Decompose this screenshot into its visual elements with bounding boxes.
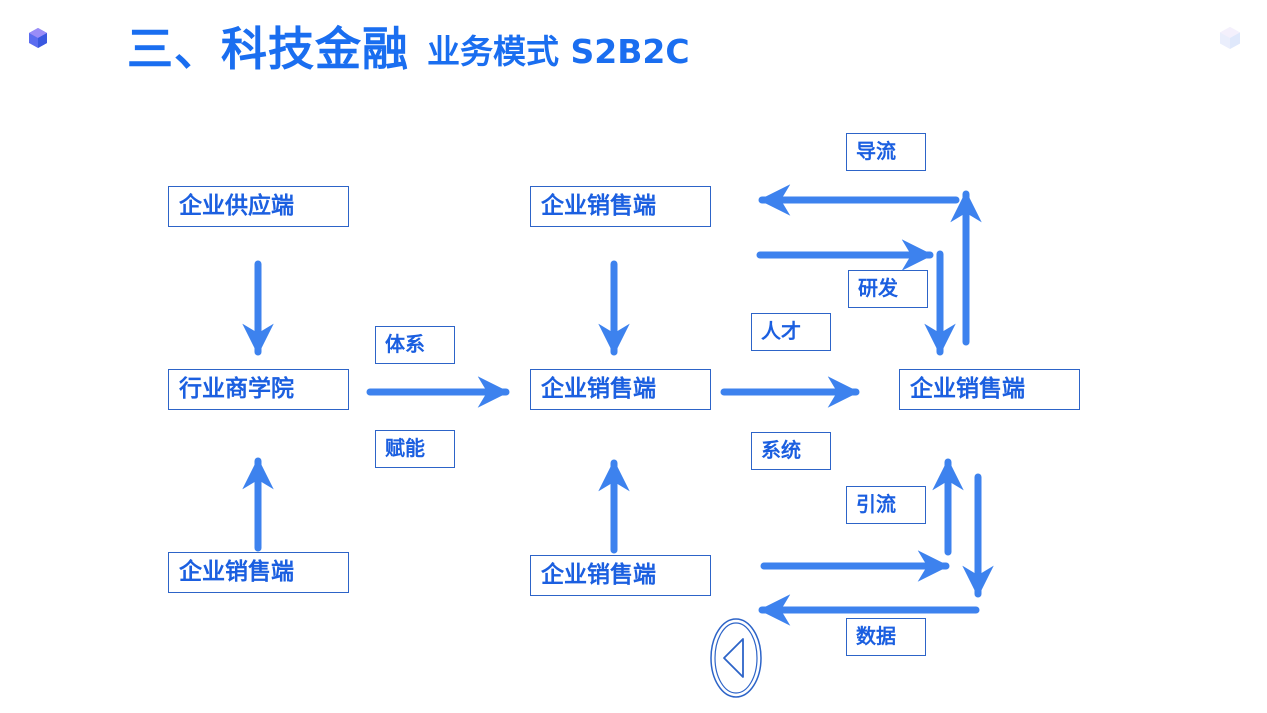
label-data: 数据 — [846, 618, 926, 656]
hexagon-faded-icon — [1220, 27, 1240, 49]
node-academy: 行业商学院 — [168, 369, 349, 410]
node-center-sales: 企业销售端 — [530, 369, 711, 410]
label-attract-flow: 引流 — [846, 486, 926, 524]
page-subtitle: 业务模式 S2B2C — [427, 32, 690, 71]
page-title: 三、科技金融 — [127, 22, 409, 76]
label-empower: 赋能 — [375, 430, 455, 468]
node-center-bottom-sales: 企业销售端 — [530, 555, 711, 596]
hexagon-logo-icon — [29, 28, 47, 48]
back-button[interactable] — [709, 617, 763, 699]
label-research: 研发 — [848, 270, 928, 308]
node-right-sales: 企业销售端 — [899, 369, 1080, 410]
label-guide-flow: 导流 — [846, 133, 926, 171]
label-talent: 人才 — [751, 313, 831, 351]
label-system: 体系 — [375, 326, 455, 364]
node-supply-end: 企业供应端 — [168, 186, 349, 227]
node-center-top-sales: 企业销售端 — [530, 186, 711, 227]
label-system-2: 系统 — [751, 432, 831, 470]
triangle-left-icon — [723, 638, 744, 678]
node-left-bottom-sales: 企业销售端 — [168, 552, 349, 593]
